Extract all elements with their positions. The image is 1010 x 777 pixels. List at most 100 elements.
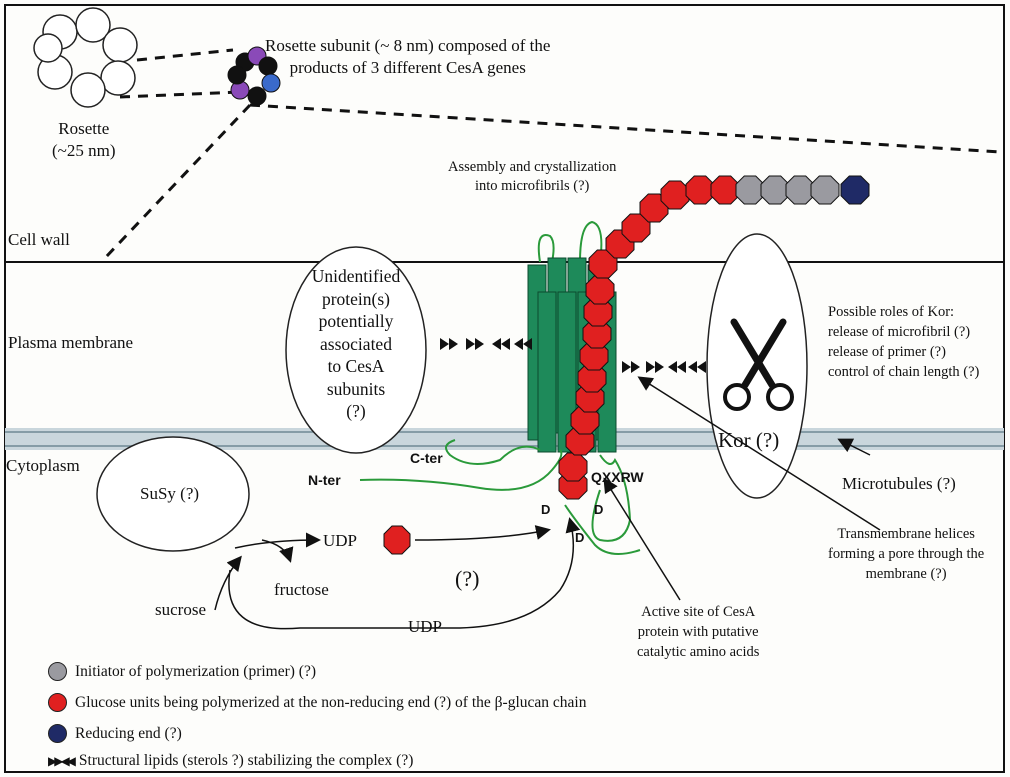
rosette-subunit-line1: Rosette subunit (~ 8 nm) composed of the [265,36,551,55]
rosette-subunit-line2: products of 3 different CesA genes [289,58,526,77]
primer-unit [810,175,840,205]
lipid-left-arrow-icon [688,361,697,373]
lipid-right-arrow-icon [440,338,449,350]
assembly-line1: Assembly and crystallization [448,159,617,175]
reducing-end-unit [840,175,870,205]
unidentified-line-6: subunits [326,378,386,399]
d-residue-1: D [541,502,551,517]
cytoplasm-label: Cytoplasm [6,456,80,475]
kor-role-1: release of microfibril (?) [828,324,971,340]
unidentified-protein-ellipse [285,246,427,454]
unidentified-line-4: associated [320,333,392,354]
unidentified-line-1: Unidentified [311,266,401,286]
unidentified-line-3: potentially [318,311,394,331]
assembly-caption: Assembly and crystallization into microf… [448,158,616,196]
kor-role-3: control of chain length (?) [828,364,980,380]
qxxrw-label: QXXRW [591,469,644,485]
lipid-left-arrow-icon [668,361,677,373]
active-site-caption: Active site of CesA protein with putative… [637,602,759,662]
rosette-caption: Rosette (~25 nm) [52,118,116,162]
kor-role-2: release of primer (?) [828,344,946,360]
kor-roles-title: Possible roles of Kor: [828,304,955,320]
active-site-line-2: protein with putative [637,624,759,640]
lipid-arrows-icon: ▶▶ ◀◀ [48,753,76,768]
cytoplasmic-loop [359,439,641,555]
udp-bottom-label: UDP [408,617,443,636]
assembly-line2: into microfibrils (?) [474,178,590,194]
dashed-connectors [103,48,1001,260]
legend-primer-text: Initiator of polymerization (primer) (?) [75,662,317,680]
legend-primer: Initiator of polymerization (primer) (?) [48,662,316,681]
rosette-size: (~25 nm) [52,141,116,160]
primer-swatch-icon [48,662,67,681]
susy-ellipse [96,436,250,552]
glucan-chain [558,175,870,500]
kor-roles: Possible roles of Kor: release of microf… [828,302,979,382]
rosette-label: Rosette [58,119,110,138]
lipid-left-arrow-icon [697,361,706,373]
reducing-end-swatch-icon [48,724,67,743]
legend-lipids: ▶▶ ◀◀ Structural lipids (sterols ?) stab… [48,752,413,770]
d-residue-2: D [594,502,604,517]
lipid-right-arrow-icon [449,338,458,350]
lipid-arrows-right [622,361,706,373]
legend-glucose: Glucose units being polymerized at the n… [48,693,586,712]
lipid-left-arrow-icon [501,338,510,350]
rosette-subunit-icon [227,46,281,106]
glucose-unit [558,452,588,482]
kor-label: Kor (?) [718,428,780,452]
unknown-step-label: (?) [455,566,480,591]
lipid-right-arrow-icon [631,361,640,373]
lipid-right-arrow-icon [475,338,484,350]
unidentified-line-7: (?) [346,401,366,421]
lipid-left-arrow-icon [523,338,532,350]
glucose-unit [585,275,615,305]
glucose-unit [685,175,715,205]
lipid-right-arrow-icon [646,361,655,373]
udp-glucose-octagon [383,525,411,555]
n-ter-label: N-ter [308,472,341,488]
rosette-icon [33,7,138,108]
lipid-right-arrow-icon [622,361,631,373]
lipid-right-arrow-icon [466,338,475,350]
glucose-unit [660,180,690,210]
primer-unit [735,175,765,205]
d-residue-3: D [575,530,585,545]
legend-lipids-text: Structural lipids (sterols ?) stabilizin… [78,752,414,769]
lipid-arrows-left [440,338,532,350]
unidentified-line-5: to CesA [327,356,385,376]
transmembrane-line-2: forming a pore through the [828,546,985,562]
helix [557,291,577,453]
transmembrane-line-3: membrane (?) [865,566,947,582]
kor-roles-list: release of microfibril (?) release of pri… [828,322,979,382]
lipid-right-arrow-icon [655,361,664,373]
sucrose-label: sucrose [155,600,206,619]
active-site-line-3: catalytic amino acids [637,644,760,660]
lipid-left-arrow-icon [677,361,686,373]
udp-top-label: UDP [323,531,358,550]
lipid-left-arrow-icon [514,338,523,350]
cell-wall-label: Cell wall [8,230,70,249]
plasma-membrane-label: Plasma membrane [8,333,134,352]
active-site-line-1: Active site of CesA [641,604,756,620]
c-ter-label: C-ter [410,450,443,466]
glucose-swatch-icon [48,693,67,712]
legend-glucose-text: Glucose units being polymerized at the n… [75,693,587,711]
extracellular-loops [537,220,603,263]
glucose-unit [710,175,740,205]
microtubules-label: Microtubules (?) [842,474,956,493]
helix [537,291,557,453]
susy-label: SuSy (?) [140,484,200,503]
lipid-left-arrow-icon [492,338,501,350]
unidentified-line-2: protein(s) [321,288,391,309]
legend-reducing-text: Reducing end (?) [75,724,182,742]
transmembrane-line-1: Transmembrane helices [837,526,975,542]
figure-border [4,4,1005,773]
reaction-arrows [214,376,881,630]
rosette-subunit-caption: Rosette subunit (~ 8 nm) composed of the… [265,35,550,79]
primer-unit [785,175,815,205]
primer-unit [760,175,790,205]
